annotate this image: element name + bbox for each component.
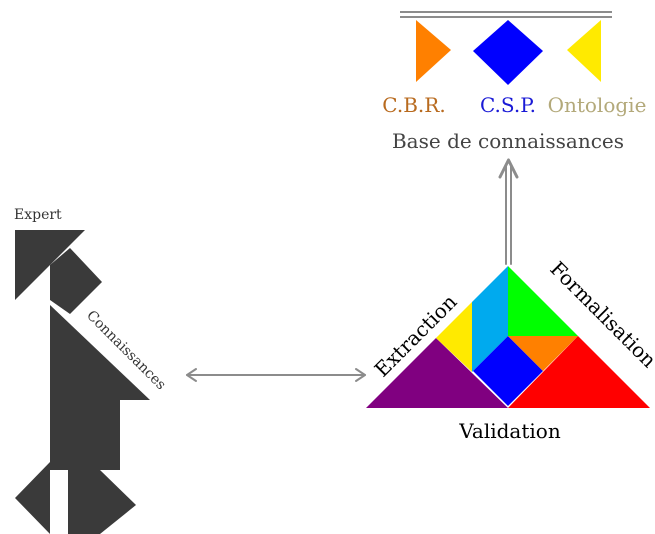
red-piece (508, 336, 650, 408)
knowledge-base-title: Base de connaissances (392, 129, 624, 153)
tangram-person-icon (15, 230, 150, 534)
expert-label: Expert (14, 207, 62, 223)
orange-piece (508, 336, 578, 371)
cbr-label: C.B.R. (382, 93, 445, 117)
purple-piece (366, 338, 508, 408)
cyan-piece (472, 266, 508, 372)
up-arrow (498, 158, 519, 265)
ontologie-label: Ontologie (548, 93, 647, 117)
yellow-piece (436, 302, 472, 372)
csp-label: C.S.P. (480, 93, 536, 117)
orange-triangle-icon (416, 20, 451, 82)
knowledge-base-shelf (400, 11, 612, 18)
validation-label: Validation (458, 419, 561, 443)
exchange-arrow (186, 368, 366, 382)
tangram-triangle-icon (366, 266, 650, 408)
green-piece (508, 266, 578, 336)
blue-square-icon (473, 20, 543, 85)
yellow-triangle-icon (567, 20, 601, 82)
